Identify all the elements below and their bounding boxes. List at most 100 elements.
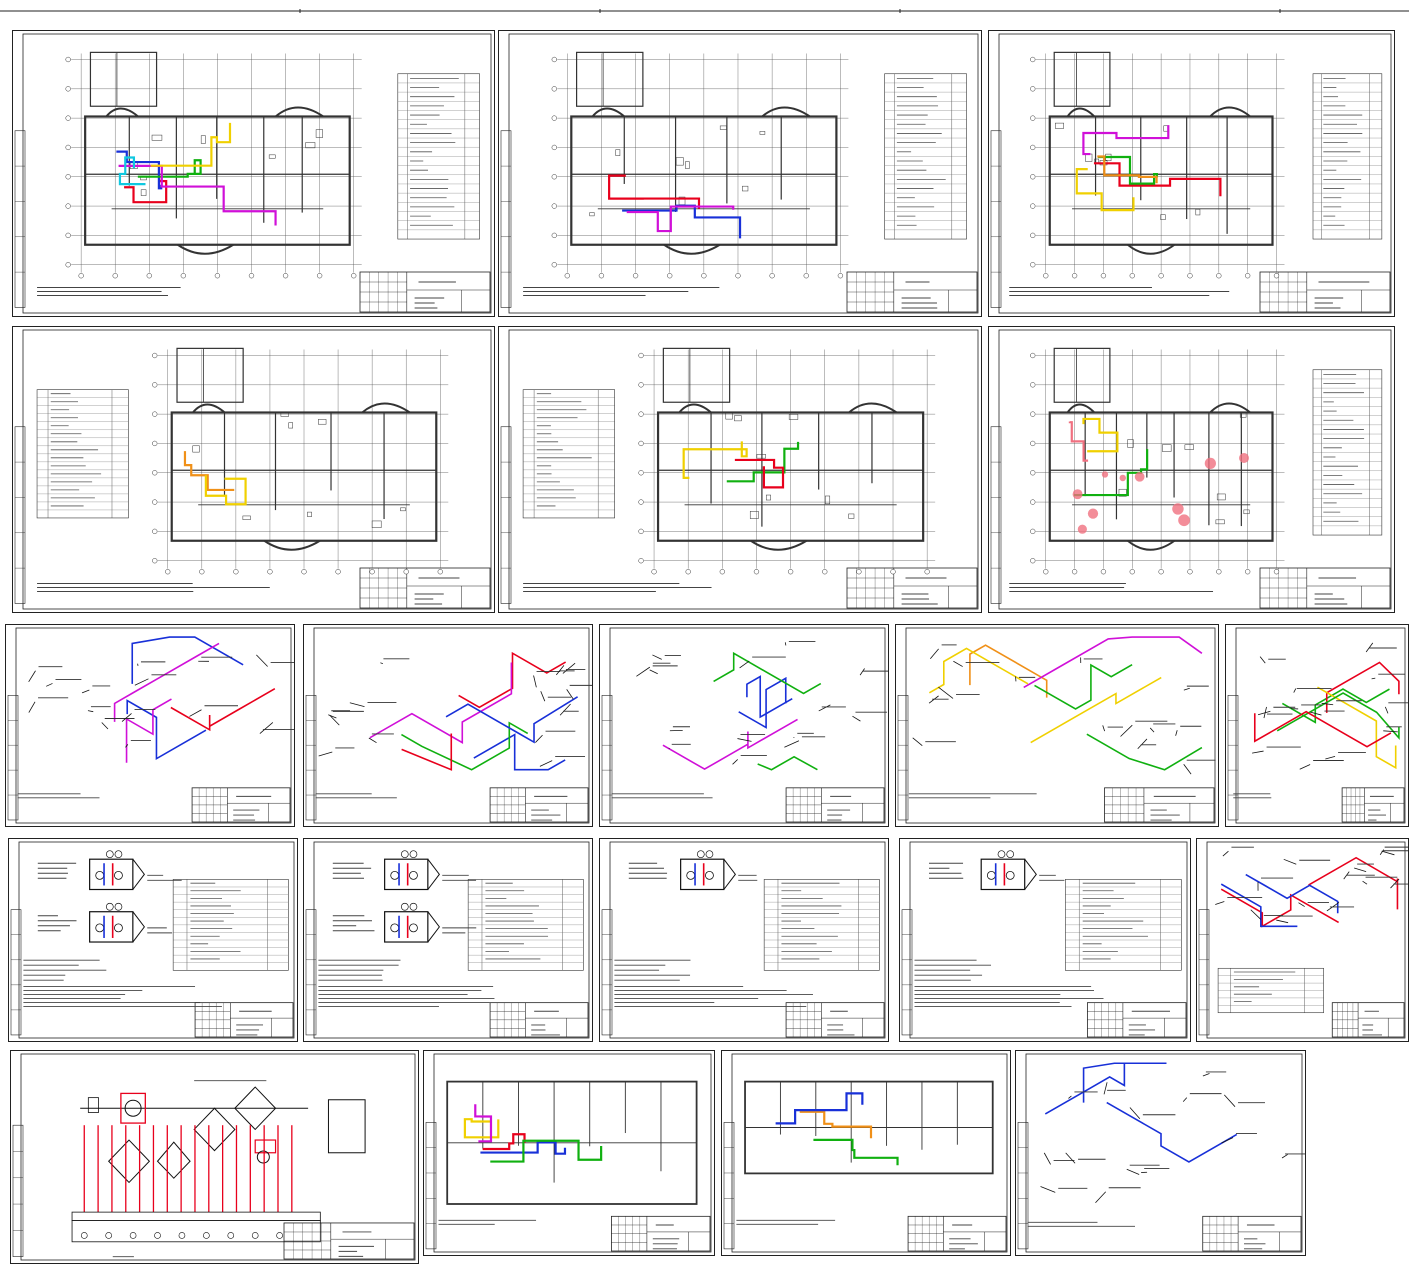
sheet-drawing [1017,1053,1305,1253]
pipe-routes [463,1104,603,1163]
grid-axes [1030,53,1285,279]
title-block [846,271,978,313]
sheet-equipment-3[interactable] [599,838,889,1042]
isometric-pipes [1215,846,1408,928]
binding-strip [723,1122,735,1250]
sheet-isometric-6[interactable] [1015,1050,1306,1256]
binding-strip [990,130,1002,308]
title-block [194,1002,294,1038]
building-outline [656,347,925,551]
sheet-floor-plan-1[interactable] [12,30,495,317]
grid-axes [551,53,849,279]
sheet-floor-plan-4[interactable] [12,326,495,613]
sheet-drawing [14,33,492,314]
sheet-equipment-4[interactable] [899,838,1191,1042]
sheet-small-plan-2[interactable] [721,1050,1011,1256]
title-block [907,1215,1007,1252]
sheet-schematic[interactable] [10,1050,419,1264]
title-block [846,567,978,609]
sheet-floor-plan-5[interactable] [498,326,982,613]
title-block [1086,1002,1187,1038]
sheet-drawing [10,841,295,1039]
title-block [785,787,885,823]
sheet-equipment-1[interactable] [8,838,298,1042]
binding-strip [897,695,909,821]
binding-strip [990,426,1002,604]
sheet-floor-plan-3[interactable] [988,30,1395,317]
sheet-drawing [14,329,492,610]
equipment-units [914,850,1182,1007]
sheet-drawing [305,841,590,1039]
title-block [489,787,589,823]
schedule-table [1312,73,1383,240]
sheet-drawing [500,329,979,610]
isometric-pipes [1252,642,1408,770]
isometric-pipes [912,636,1216,775]
sheet-equipment-2[interactable] [303,838,593,1042]
title-block [610,1215,711,1252]
sheet-drawing [601,841,886,1039]
building-outline [170,347,438,551]
sheet-isometric-1[interactable] [5,624,295,827]
sheet-isometric-table[interactable] [1196,838,1409,1042]
sheet-isometric-4[interactable] [895,624,1219,827]
title-block [1259,567,1391,609]
schedule-table [763,879,880,971]
binding-strip [601,695,613,821]
sheet-drawing [305,627,592,824]
schedule-table [1217,967,1324,1014]
grid-axes [1030,349,1285,575]
binding-strip [1017,1122,1029,1250]
schedule-table [36,389,129,519]
title-block [1259,271,1391,313]
pipe-routes [608,174,742,239]
sheet-isometric-5[interactable] [1225,624,1409,827]
schedule-table [1065,879,1182,971]
pipe-routes [775,1092,899,1166]
title-block [1202,1215,1302,1252]
title-block [359,567,491,609]
sheet-drawing [901,841,1188,1039]
sheet-isometric-3[interactable] [599,624,889,827]
sheet-drawing [990,33,1392,314]
grid-axes [152,349,449,575]
sheet-floor-plan-2[interactable] [498,30,982,317]
equipment-units [318,850,584,1007]
binding-strip [10,909,22,1036]
sheet-drawing [500,33,979,314]
sheet-drawing [723,1053,1008,1253]
isometric-pipes [28,636,294,763]
binding-strip [901,909,913,1036]
binding-strip [305,909,317,1036]
sheet-isometric-2[interactable] [303,624,593,827]
sheet-floor-plan-6[interactable] [988,326,1395,613]
title-block [1341,787,1405,823]
isometric-pipes [1040,1062,1305,1204]
pipe-routes [1075,125,1222,212]
schedule-table [172,879,289,971]
sheet-drawing [601,627,888,824]
schedule-table [522,389,615,519]
schedule-table [884,73,967,240]
title-block [489,1002,589,1038]
binding-strip [1227,695,1239,821]
binding-strip [500,426,512,604]
grid-axes [638,349,936,575]
schedule-table [1312,369,1383,536]
binding-strip [425,1122,437,1250]
binding-strip [1198,909,1210,1036]
title-block [191,787,291,823]
pipe-routes [682,441,800,489]
sheet-small-plan-1[interactable] [423,1050,715,1256]
title-block [283,1222,415,1260]
sheet-drawing [7,627,294,824]
title-block [1331,1002,1405,1038]
binding-strip [500,130,512,308]
equipment-units [614,850,880,1007]
title-block [785,1002,885,1038]
building-outline [1048,51,1274,255]
pipe-routes [116,122,277,226]
ahu-schematic [71,1080,366,1258]
top-edge-strip [0,0,1409,13]
